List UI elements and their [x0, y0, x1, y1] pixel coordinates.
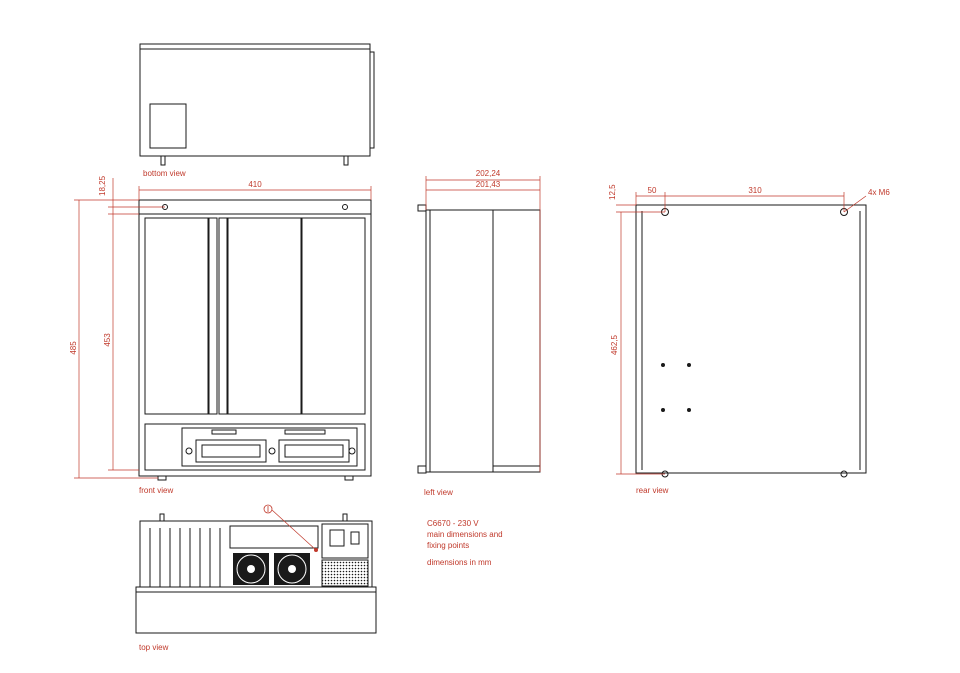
- front-view-drive-slot-left: [211, 429, 237, 435]
- rear-view-fixing-hole-bottom-right: [840, 470, 848, 478]
- front-view-drive-left-inner: [201, 444, 261, 458]
- left-depth-inner-label: 201,43: [476, 180, 501, 189]
- rear-mount-point: [661, 363, 665, 367]
- front-view-drawing: [138, 199, 372, 481]
- left-depth-outer-label: 202,24: [476, 169, 501, 178]
- top-view-vent-grille: [321, 559, 369, 587]
- left-view-outline: [425, 209, 541, 473]
- bottom-view-outline: [139, 43, 371, 157]
- top-view-label: top view: [139, 643, 169, 652]
- ground-icon: [263, 504, 273, 514]
- top-view-front-panel: [135, 586, 377, 634]
- front-view-drive-bay: [144, 423, 366, 471]
- rear-offset-top-label: 12,5: [608, 184, 617, 200]
- front-view-door-center: [227, 217, 302, 415]
- top-view-fans: [233, 553, 369, 587]
- front-view-outline: [138, 199, 372, 477]
- top-view-fan-hub-left: [247, 565, 255, 573]
- note-line3: fixing points: [427, 541, 469, 550]
- front-width-label: 410: [248, 180, 262, 189]
- top-view-peg-left: [159, 513, 165, 522]
- front-view-drive-slot-right: [284, 429, 326, 435]
- front-view-door-right: [301, 217, 366, 415]
- front-view-foot-left: [157, 475, 167, 481]
- rear-view-label: rear view: [636, 486, 669, 495]
- front-view-label: front view: [139, 486, 173, 495]
- front-view-knob-left: [185, 447, 193, 455]
- rear-mount-point: [661, 408, 665, 412]
- bottom-view-panel: [149, 103, 187, 149]
- bottom-view-label: bottom view: [143, 169, 186, 178]
- front-view-screw-right: [342, 204, 348, 210]
- rear-view-dimensions: [616, 192, 867, 475]
- front-view-knob-right: [348, 447, 356, 455]
- left-view-handle-bottom: [417, 465, 427, 474]
- rear-view-mount-points: [661, 363, 691, 412]
- front-top-offset-label: 18,25: [98, 175, 107, 196]
- bottom-view-foot-right: [343, 155, 349, 166]
- left-view-dimensions: [425, 176, 541, 472]
- top-view-psu-plate: [229, 525, 319, 549]
- front-view-door-left: [144, 217, 209, 415]
- rear-mount-point: [687, 408, 691, 412]
- bottom-view-foot-left: [160, 155, 166, 166]
- left-view-drawing: [417, 204, 541, 474]
- front-view-divider-right: [218, 217, 228, 415]
- bottom-view-side-rail: [369, 51, 375, 149]
- top-view-power-socket: [329, 529, 345, 547]
- top-view-power-switch: [350, 531, 360, 545]
- front-view-divider-left: [208, 217, 218, 415]
- front-height-inner-label: 453: [103, 333, 112, 347]
- note-model: C6670 - 230 V: [427, 519, 479, 528]
- note-units: dimensions in mm: [427, 558, 492, 567]
- left-view-label: left view: [424, 488, 453, 497]
- front-view-dimensions: [74, 178, 372, 479]
- rear-holes-label: 4x M6: [868, 188, 890, 197]
- note-line2: main dimensions and: [427, 530, 503, 539]
- rear-mount-point: [687, 363, 691, 367]
- ground-point: [314, 548, 318, 552]
- rear-view-outline: [635, 204, 867, 474]
- rear-hole-spacing-label: 310: [748, 186, 762, 195]
- top-view-drawing: [135, 513, 377, 634]
- top-view-ground-symbol: [263, 504, 318, 552]
- ground-leader-line: [271, 509, 317, 551]
- front-view-drive-frame: [181, 427, 358, 467]
- front-view-foot-right: [344, 475, 354, 481]
- front-height-total-label: 485: [69, 341, 78, 355]
- top-view-peg-right: [342, 513, 348, 522]
- rear-offset-left-label: 50: [648, 186, 657, 195]
- bottom-view-drawing: [139, 43, 375, 166]
- top-view-fan-hub-right: [288, 565, 296, 573]
- front-view-drive-left: [195, 439, 267, 463]
- left-view-handle-top: [417, 204, 427, 212]
- rear-height-label: 462,5: [610, 334, 619, 355]
- top-view-power-module: [321, 523, 369, 559]
- front-view-drive-right-inner: [284, 444, 344, 458]
- front-view-drive-right: [278, 439, 350, 463]
- rear-view-drawing: [635, 204, 867, 478]
- leader-holes: [843, 195, 867, 213]
- front-view-knob-mid: [268, 447, 276, 455]
